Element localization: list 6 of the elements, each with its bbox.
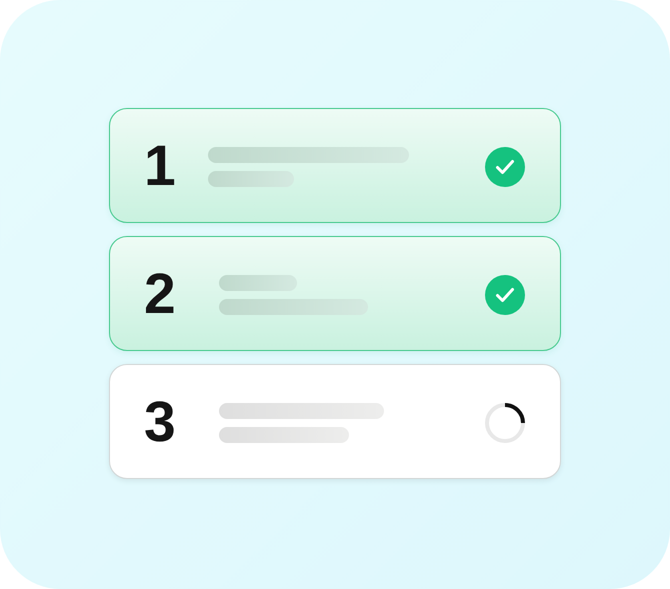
step-number: 2 [144, 261, 176, 327]
step-card [109, 236, 561, 351]
step-number: 3 [144, 389, 176, 455]
step-card [109, 364, 561, 479]
step-card [109, 108, 561, 223]
step-number: 1 [144, 133, 176, 199]
